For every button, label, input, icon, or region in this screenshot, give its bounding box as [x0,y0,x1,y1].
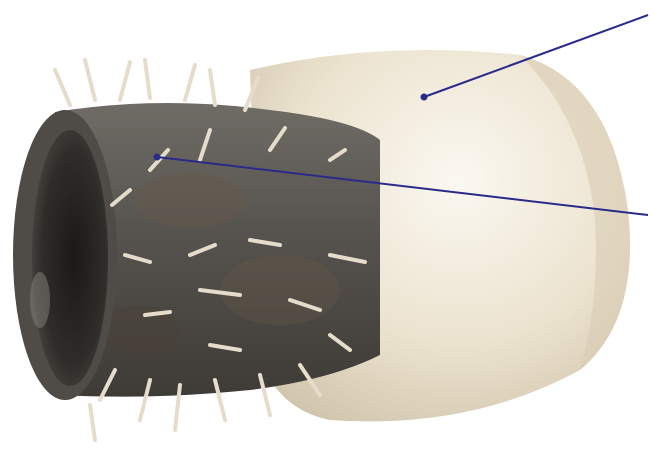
leader-dot-pipe-surface [154,154,161,161]
leader-dot-insulation [421,94,428,101]
pipe-end [13,110,117,400]
